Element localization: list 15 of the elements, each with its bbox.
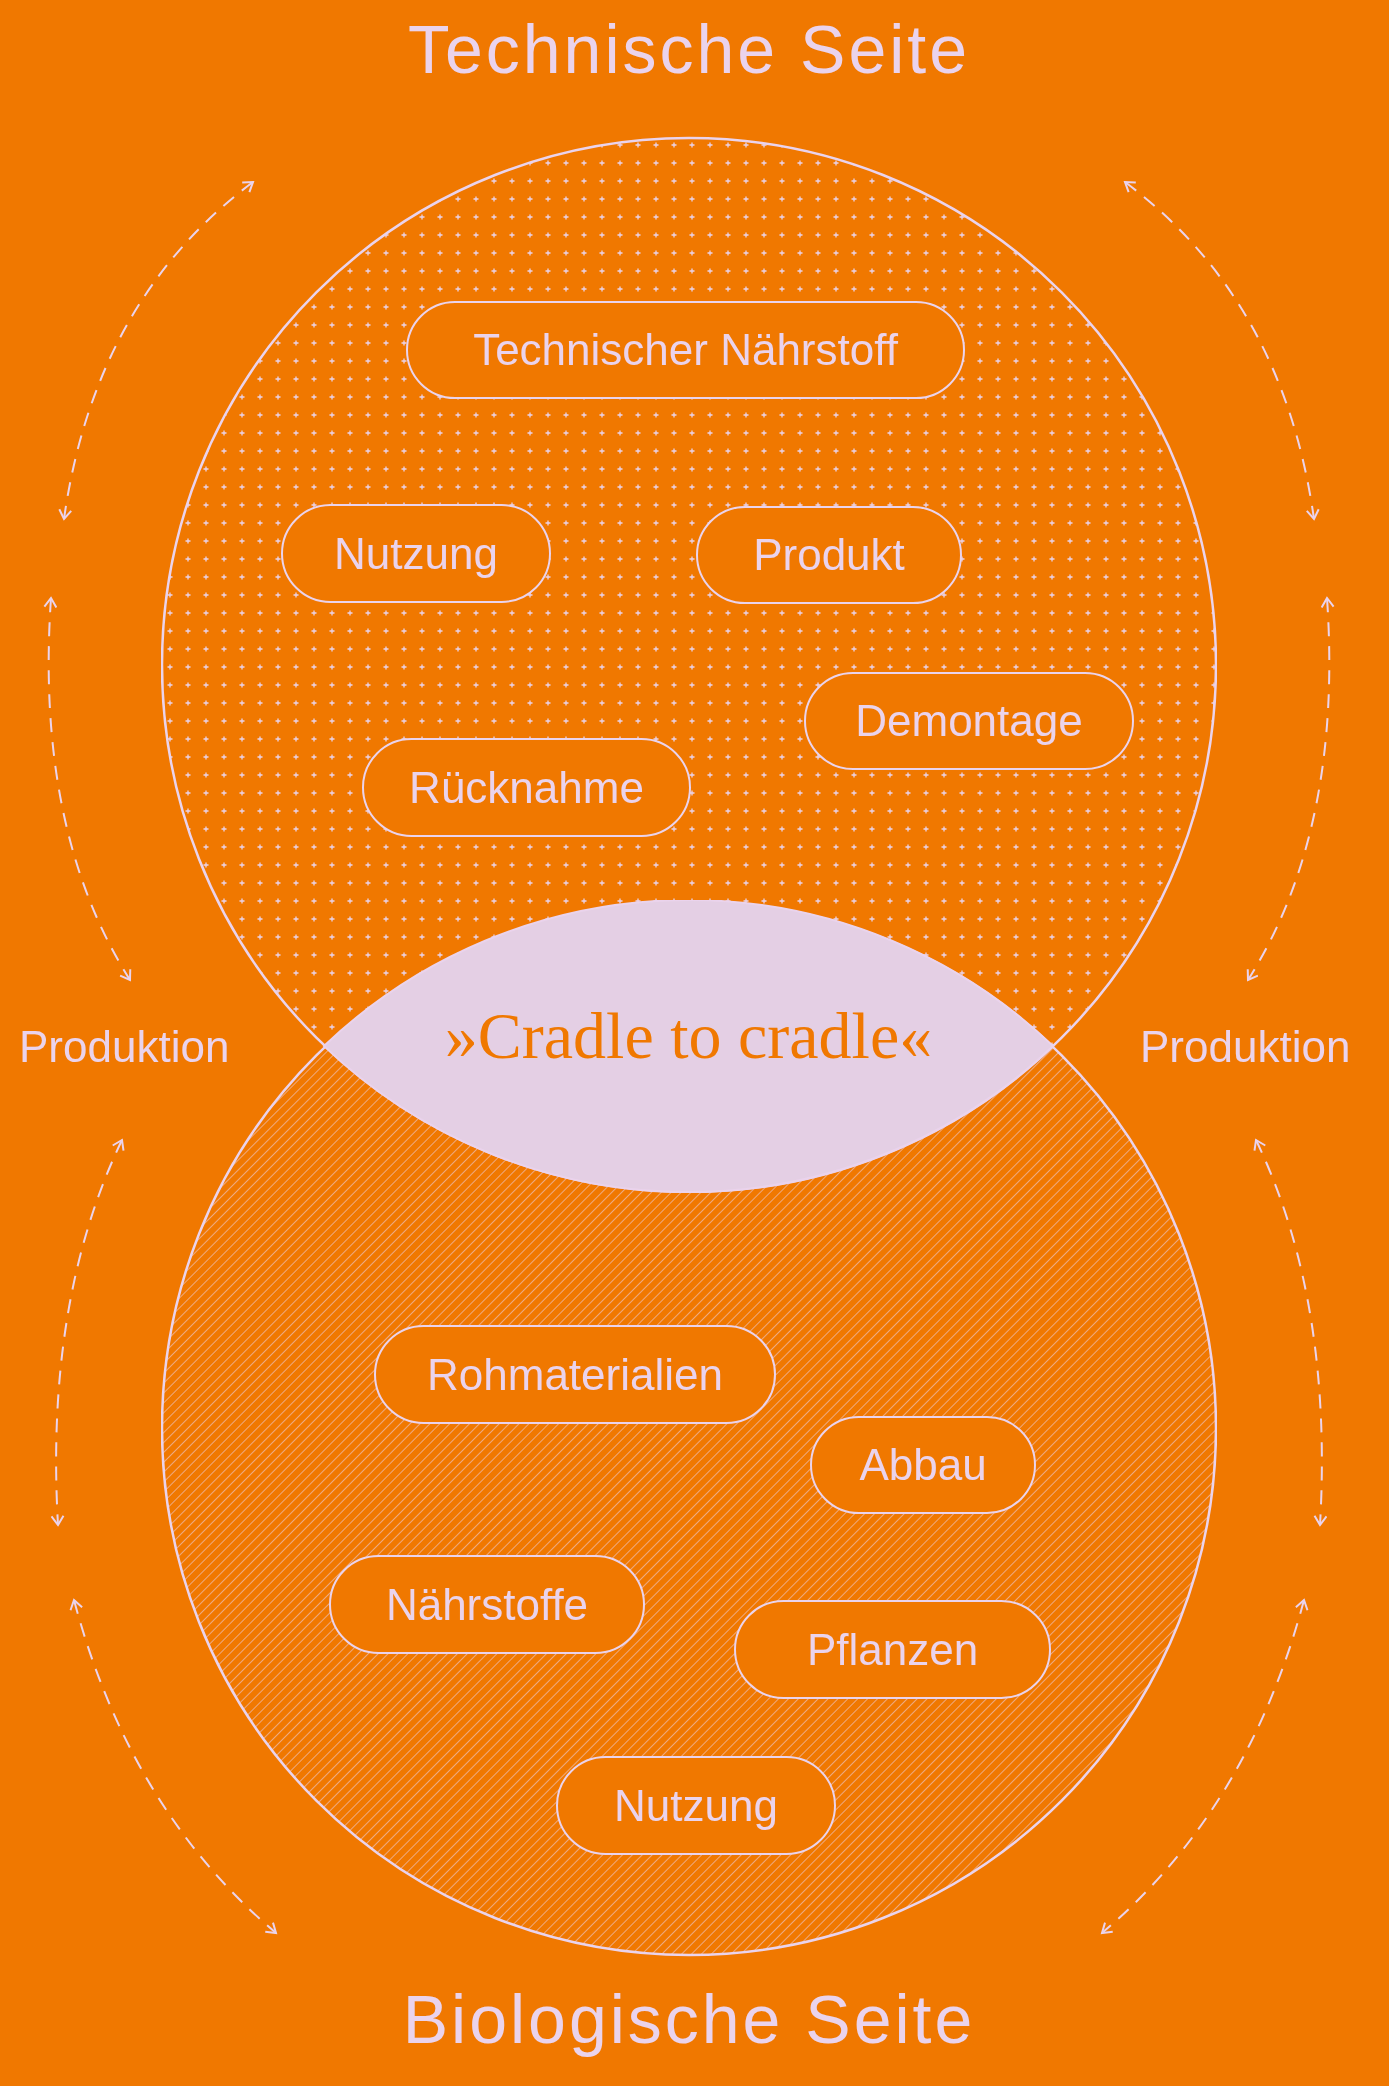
section-title: Technische Seite <box>406 10 972 88</box>
pill-label: Technischer Nährstoff <box>406 301 965 399</box>
section-title: Biologische Seite <box>401 1980 977 2058</box>
pill-label: Demontage <box>804 672 1134 770</box>
pill-label: Produkt <box>696 506 962 604</box>
pill-label: Nährstoffe <box>329 1555 645 1654</box>
pill-label: Rohmaterialien <box>374 1325 776 1424</box>
pill-label: Rücknahme <box>362 738 691 837</box>
side-label: Produktion <box>1140 1022 1351 1072</box>
pill-label: Pflanzen <box>734 1600 1051 1699</box>
side-label: Produktion <box>19 1022 230 1072</box>
pill-label: Abbau <box>810 1416 1036 1514</box>
pill-label: Nutzung <box>556 1756 836 1855</box>
center-title: »Cradle to cradle« <box>443 998 934 1074</box>
pill-label: Nutzung <box>281 504 551 603</box>
